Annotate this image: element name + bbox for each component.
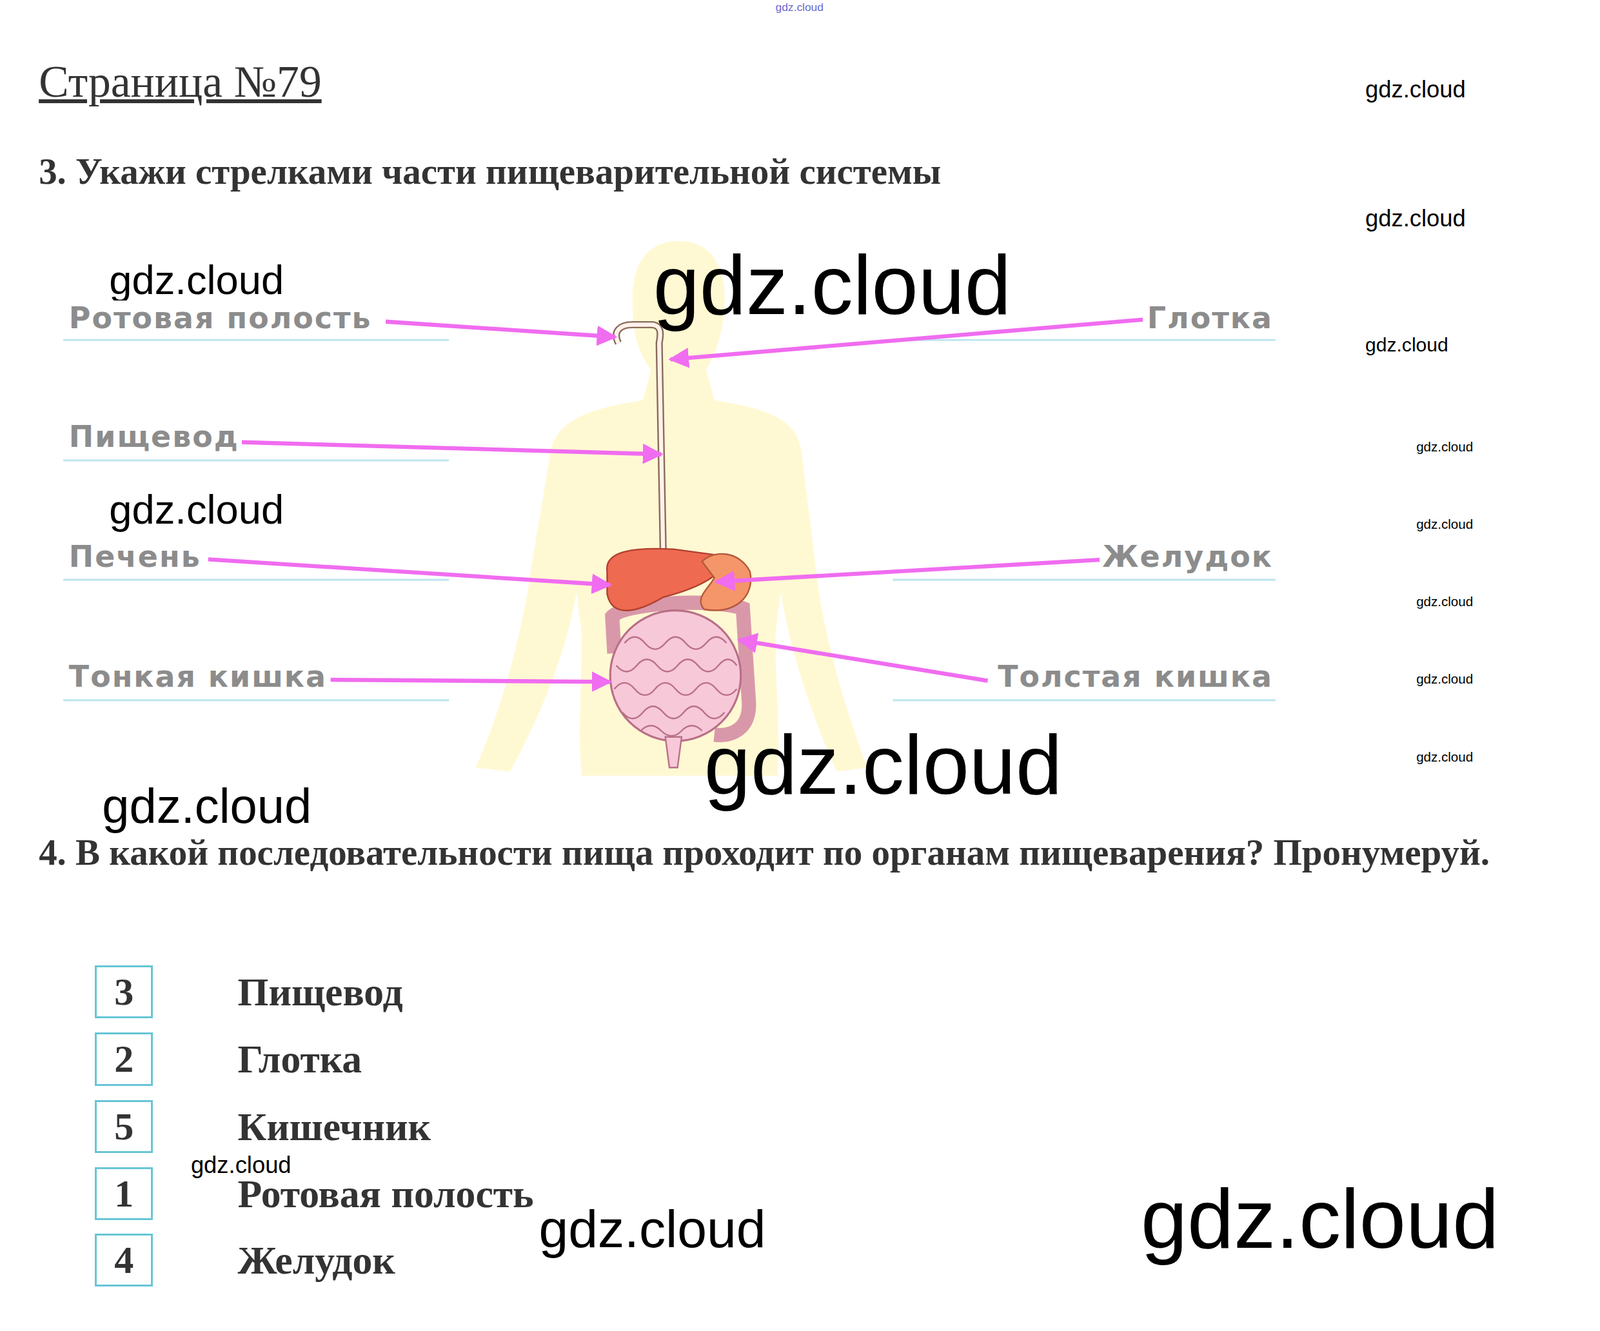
answer-box: 3Пищевод xyxy=(94,965,153,1019)
part-label: Желудок xyxy=(1099,539,1275,575)
watermark: gdz.cloud xyxy=(1416,671,1473,688)
watermark: gdz.cloud xyxy=(1365,75,1466,104)
part-label: Глотка xyxy=(1144,300,1276,336)
part-label: Пищевод xyxy=(66,419,242,455)
watermark: gdz.cloud xyxy=(1416,593,1473,611)
part-label: Толстая кишка xyxy=(995,659,1276,695)
answer-box: 4Желудок xyxy=(94,1233,153,1287)
appendix xyxy=(665,737,682,768)
pointer-arrows xyxy=(208,319,1143,683)
watermark: gdz.cloud xyxy=(1365,204,1466,233)
part-label: Тонкая кишка xyxy=(66,659,330,695)
watermark: gdz.cloud xyxy=(108,485,284,535)
order-number: 2 xyxy=(114,1035,134,1083)
watermark: gdz.cloud xyxy=(775,0,824,15)
organ-name: Глотка xyxy=(237,1035,362,1083)
watermark: gdz.cloud xyxy=(1416,749,1473,766)
watermark: gdz.cloud xyxy=(704,715,1063,816)
order-number: 4 xyxy=(114,1236,134,1284)
organ-name: Желудок xyxy=(237,1236,395,1284)
watermark: gdz.cloud xyxy=(538,1197,766,1262)
answer-box: 2Глотка xyxy=(94,1032,153,1086)
watermark: gdz.cloud xyxy=(1416,439,1473,456)
organ-name: Кишечник xyxy=(237,1102,431,1151)
organ-name: Пищевод xyxy=(237,967,403,1016)
esophagus xyxy=(616,325,664,557)
watermark: gdz.cloud xyxy=(653,235,1012,336)
page-title: Страница №79 xyxy=(38,54,322,109)
watermark: gdz.cloud xyxy=(101,776,312,836)
answer-box: 1Ротовая полость xyxy=(94,1167,153,1221)
order-number: 1 xyxy=(114,1170,134,1217)
organ-name: Ротовая полость xyxy=(237,1169,534,1218)
watermark: gdz.cloud xyxy=(1365,333,1449,357)
order-number: 3 xyxy=(114,968,134,1016)
watermark: gdz.cloud xyxy=(1140,1169,1499,1270)
esophagus-inner xyxy=(616,325,664,557)
order-number: 5 xyxy=(114,1103,134,1150)
part-label: Ротовая полость xyxy=(66,300,375,336)
task-heading: 3. Укажи стрелками части пищеварительной… xyxy=(38,149,941,194)
task-heading: 4. В какой последовательности пища прохо… xyxy=(38,824,1508,881)
watermark: gdz.cloud xyxy=(1416,516,1473,533)
watermark: gdz.cloud xyxy=(108,256,284,306)
answer-box: 5Кишечник xyxy=(94,1100,153,1154)
part-label: Печень xyxy=(66,539,204,575)
